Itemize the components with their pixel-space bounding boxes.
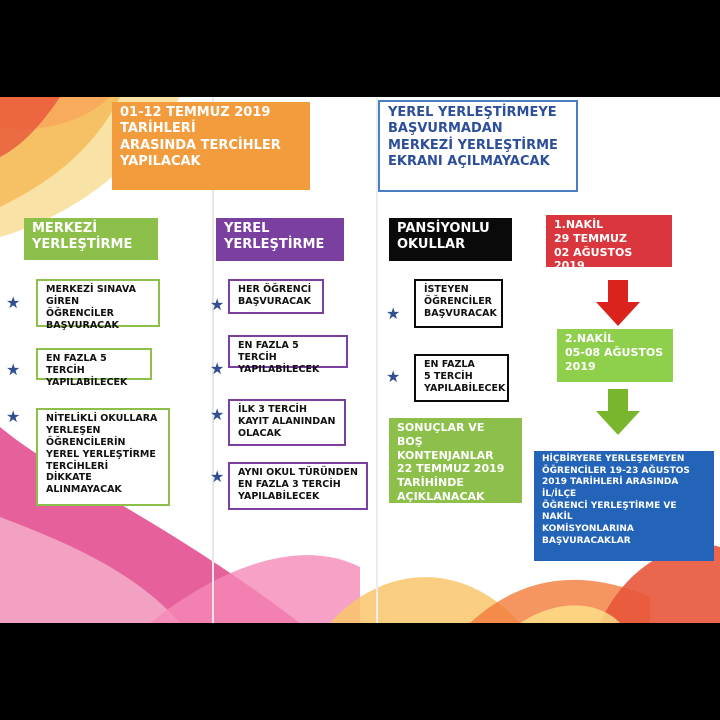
- down-arrow-icon: [596, 389, 640, 435]
- merkezi-header: MERKEZİ YERLEŞTİRME: [24, 218, 158, 260]
- star-icon: ★: [210, 405, 225, 424]
- yerel-item-2: EN FAZLA 5 TERCİH YAPILABİLECEK: [228, 335, 348, 375]
- star-icon: ★: [386, 304, 401, 323]
- merkezi-item-3: NİTELİKLİ OKULLARA YERLEŞEN ÖĞRENCİLERİN…: [36, 408, 170, 506]
- nakil-2-box: 2.NAKİL 05-08 AĞUSTOS 2019: [557, 329, 673, 382]
- pansiyonlu-item-1: İSTEYEN ÖĞRENCİLER BAŞVURACAK: [414, 279, 503, 328]
- pansiyonlu-header: PANSİYONLU OKULLAR: [389, 218, 512, 261]
- star-icon: ★: [386, 367, 401, 386]
- nakil-1-box: 1.NAKİL 29 TEMMUZ 02 AĞUSTOS 2019: [546, 215, 672, 272]
- final-box: HİÇBİRYERE YERLEŞEMEYEN ÖĞRENCİLER 19-23…: [534, 451, 714, 561]
- yerel-item-4: AYNI OKUL TÜRÜNDEN EN FAZLA 3 TERCİH YAP…: [228, 462, 368, 510]
- merkezi-item-1: MERKEZİ SINAVA GİREN ÖĞRENCİLER BAŞVURAC…: [36, 279, 160, 331]
- notice-box: YEREL YERLEŞTİRMEYE BAŞVURMADAN MERKEZİ …: [378, 100, 578, 192]
- results-box: SONUÇLAR VE BOŞ KONTENJANLAR 22 TEMMUZ 2…: [389, 418, 522, 503]
- dates-box: 01-12 TEMMUZ 2019 TARİHLERİ ARASINDA TER…: [112, 102, 310, 190]
- star-icon: ★: [210, 359, 225, 378]
- infographic: 01-12 TEMMUZ 2019 TARİHLERİ ARASINDA TER…: [0, 97, 720, 623]
- star-icon: ★: [210, 467, 225, 486]
- merkezi-item-2: EN FAZLA 5 TERCİH YAPILABİLECEK: [36, 348, 152, 388]
- star-icon: ★: [6, 293, 21, 312]
- down-arrow-icon: [596, 280, 640, 326]
- star-icon: ★: [6, 407, 21, 426]
- yerel-header: YEREL YERLEŞTİRME: [216, 218, 344, 261]
- star-icon: ★: [210, 295, 225, 314]
- yerel-item-3: İLK 3 TERCİH KAYIT ALANINDAN OLACAK: [228, 399, 346, 446]
- yerel-item-1: HER ÖĞRENCİ BAŞVURACAK: [228, 279, 324, 314]
- pansiyonlu-item-2: EN FAZLA 5 TERCİH YAPILABİLECEK: [414, 354, 509, 402]
- star-icon: ★: [6, 360, 21, 379]
